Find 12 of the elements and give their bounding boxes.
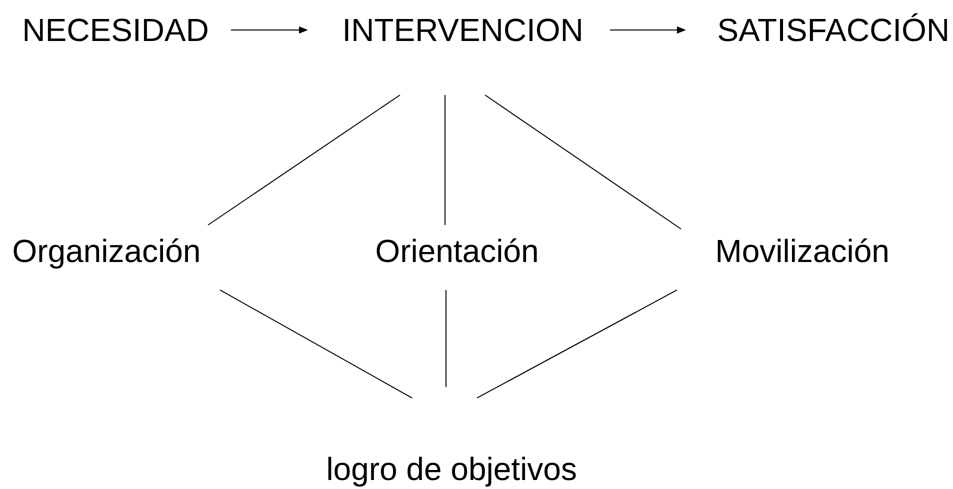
connector-line — [476, 289, 678, 398]
node-label: Orientación — [376, 238, 537, 262]
node-label: Organización — [14, 238, 199, 269]
connector-line — [220, 289, 412, 398]
node-label: SATISFACCIÓN — [718, 13, 947, 42]
connector-line — [444, 94, 446, 226]
node-label: INTERVENCION — [345, 18, 581, 42]
node-label: logro de objetivos — [328, 456, 576, 487]
connector-line — [208, 94, 400, 226]
node-label: Movilización — [718, 238, 888, 262]
node-label: NECESIDAD — [24, 18, 208, 42]
connector-line — [484, 94, 682, 230]
